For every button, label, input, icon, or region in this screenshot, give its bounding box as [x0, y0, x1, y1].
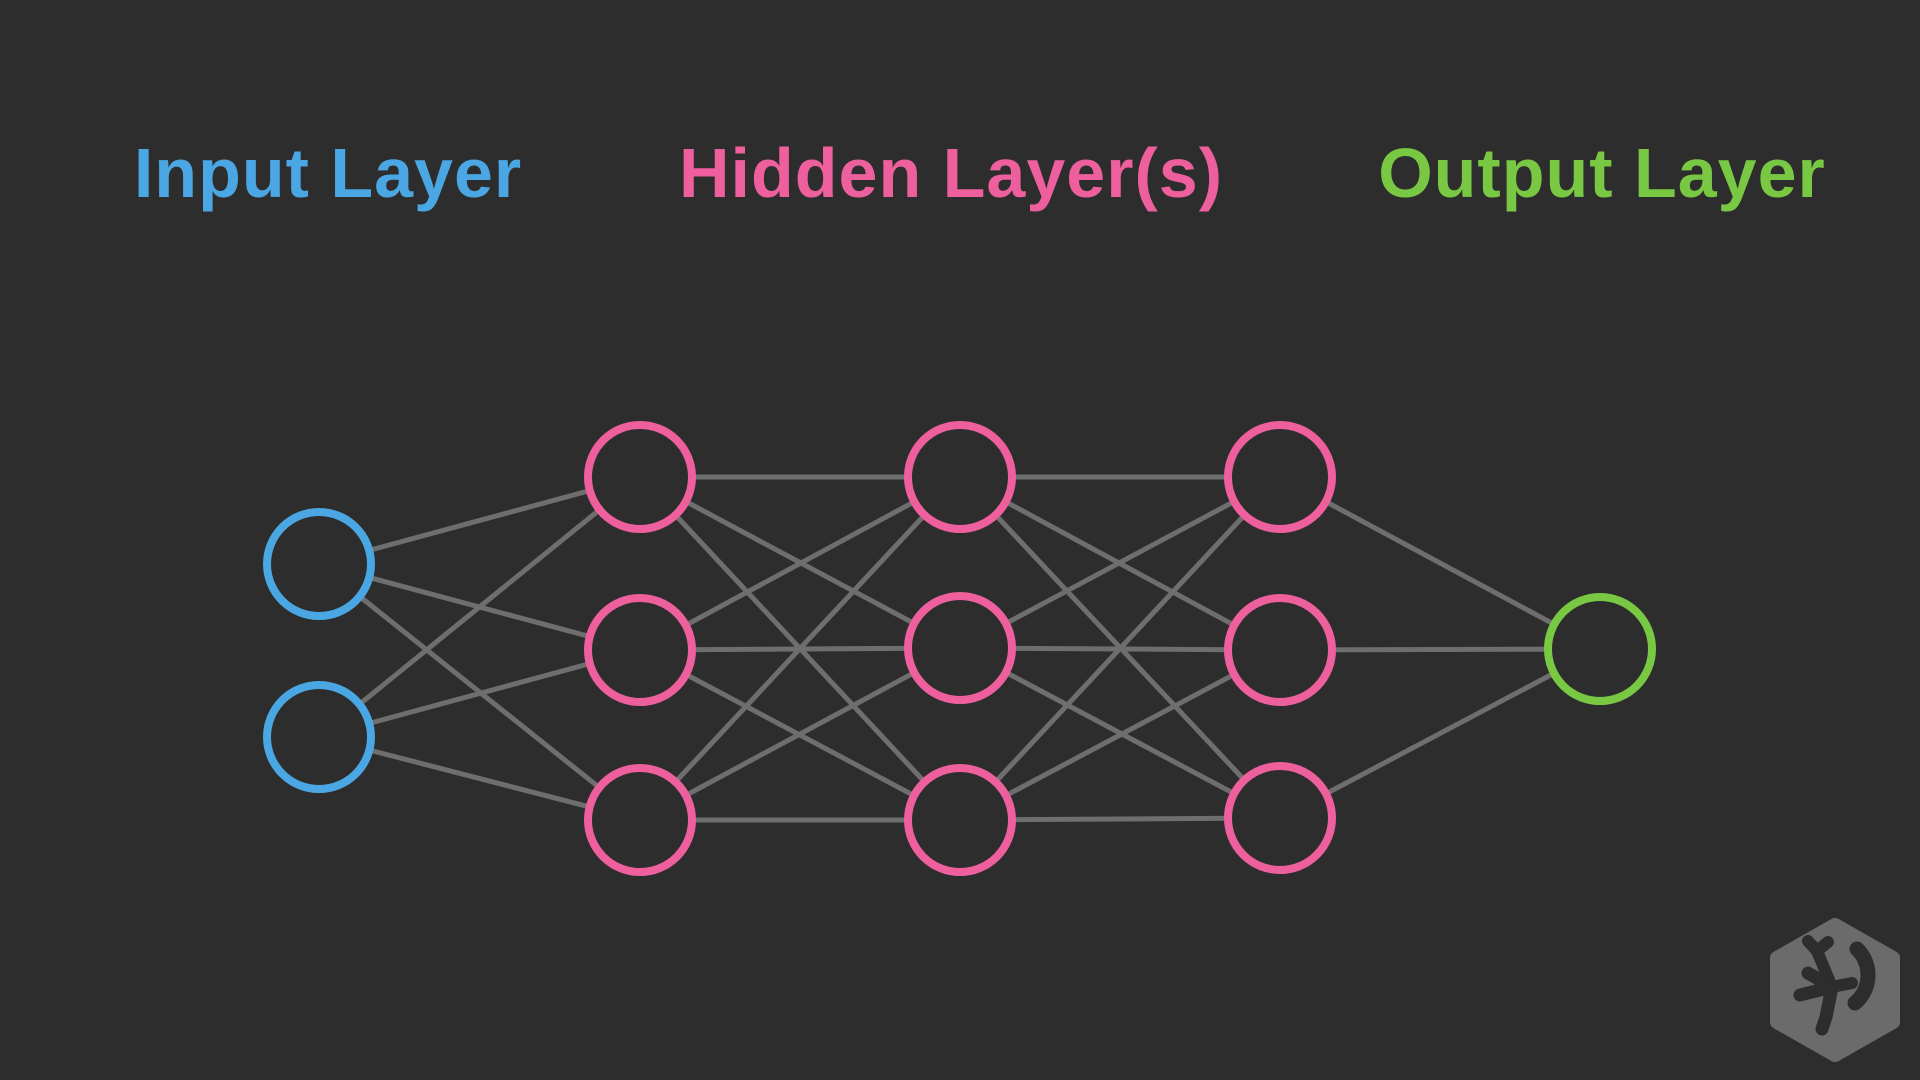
edge-hidden-1-to-hidden-2 [638, 474, 962, 653]
treehouse-frog-logo [1770, 918, 1900, 1062]
edge-input-to-hidden-1 [317, 475, 642, 739]
edge-hidden-2-to-hidden-3 [958, 475, 1282, 822]
input-layer-label: Input Layer [133, 134, 523, 212]
edge-hidden-3-to-output [1278, 474, 1602, 652]
node-hidden-2-3 [904, 764, 1016, 876]
node-hidden-1-3 [584, 764, 696, 876]
edge-hidden-2-to-hidden-3 [958, 474, 1282, 651]
node-input-1 [263, 508, 375, 620]
nodes-group [263, 421, 1656, 876]
node-hidden-1-1 [584, 421, 696, 533]
frog-icon [1793, 935, 1876, 1036]
node-input-2 [263, 681, 375, 793]
edge-hidden-1-to-hidden-2 [638, 645, 962, 823]
edge-hidden-2-to-hidden-3 [958, 647, 1282, 823]
node-output-1 [1544, 593, 1656, 705]
node-hidden-1-2 [584, 594, 696, 706]
hidden-layer-label: Hidden Layer(s) [679, 134, 1223, 212]
output-layer-label: Output Layer [1378, 134, 1826, 212]
node-hidden-3-1 [1224, 421, 1336, 533]
edge-hidden-1-to-hidden-2 [638, 475, 962, 822]
node-hidden-3-3 [1224, 762, 1336, 874]
node-hidden-2-1 [904, 421, 1016, 533]
edge-hidden-3-to-output [1278, 646, 1602, 821]
node-hidden-2-2 [904, 592, 1016, 704]
node-hidden-3-2 [1224, 594, 1336, 706]
